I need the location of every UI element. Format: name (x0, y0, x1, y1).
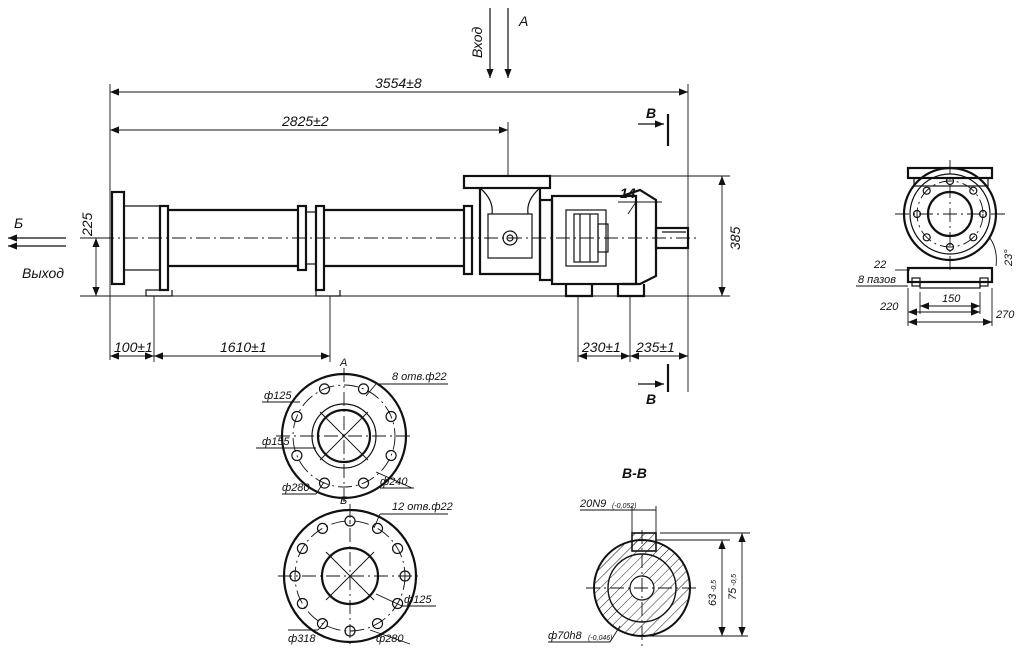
drive-housing (550, 194, 638, 286)
seg-1610: 1610±1 (220, 339, 267, 355)
end-view: 22 8 пазов 150 220 270 23° (856, 160, 1015, 326)
end-dim-270: 270 (995, 309, 1015, 321)
outlet-label: Выход (22, 265, 64, 281)
end-slots: 8 пазов (858, 274, 896, 286)
section-shaft-tol: (-0,046) (588, 635, 613, 642)
flange-b-view: Б 12 отв.ф22 ф125 ф318 ф280 (278, 495, 453, 648)
side-view: Вход A 3554±8 2825±2 B B (8, 8, 743, 407)
section-bb: B-B 20N9 (-0,052) 63 -0,5 75 -0,5 ф70h8 … (548, 465, 750, 646)
flange-a-d125: ф125 (264, 390, 292, 402)
section-b-top: B (646, 105, 656, 121)
shaft-end (654, 226, 690, 250)
flange-b-d280: ф280 (376, 633, 404, 645)
section-shaft: ф70h8 (548, 630, 583, 642)
section-d63: 63 (707, 593, 719, 606)
section-b-bottom: B (646, 391, 656, 407)
key-slot (631, 532, 657, 552)
section-d75: 75 (727, 587, 739, 600)
section-key: 20N9 (579, 498, 606, 510)
flange-b-holes (289, 515, 411, 637)
overall-length: 3554±8 (375, 75, 422, 91)
flange-b-d318: ф318 (288, 633, 316, 645)
inlet-flange (462, 174, 552, 190)
seg-235: 235±1 (635, 339, 675, 355)
flange-a-d280: ф280 (282, 482, 310, 494)
end-dim-220: 220 (879, 301, 899, 313)
section-d75-tol: -0,5 (731, 574, 738, 586)
housing-pin (502, 230, 518, 246)
flange-a-holes-label: 8 отв.ф22 (392, 371, 447, 383)
flange-a-d155: ф155 (262, 436, 290, 448)
view-a-label: A (518, 13, 528, 29)
seg-230: 230±1 (581, 339, 621, 355)
section-d63-tol: -0,5 (711, 580, 718, 592)
flange-b-d125: ф125 (404, 594, 432, 606)
seg-100: 100±1 (114, 339, 153, 355)
section-title: B-B (622, 465, 647, 481)
flange-b-title: Б (340, 495, 347, 507)
flange-a-holes (291, 383, 397, 489)
drive-foot-2 (616, 284, 646, 298)
flange-a-d240: ф240 (380, 476, 408, 488)
height-right: 385 (727, 226, 743, 250)
end-angle: 23° (1003, 249, 1015, 267)
end-dim-22: 22 (873, 259, 886, 271)
height-left: 225 (79, 212, 95, 237)
drive-foot-1 (564, 284, 594, 298)
section-key-tol: (-0,052) (612, 503, 637, 510)
flange-a-view: A 8 отв.ф22 ф125 ф155 ф240 ф280 (256, 357, 448, 504)
end-flange-holes (912, 176, 988, 252)
end-dim-150: 150 (942, 293, 961, 305)
bearing-housing (621, 188, 658, 286)
part-number: 14 (620, 185, 636, 201)
outlet-letter: Б (14, 215, 23, 231)
flange-a-title: A (339, 357, 347, 369)
flange-b-holes-label: 12 отв.ф22 (392, 501, 453, 513)
inlet-label: Вход (469, 26, 485, 58)
inlet-offset: 2825±2 (281, 113, 329, 129)
